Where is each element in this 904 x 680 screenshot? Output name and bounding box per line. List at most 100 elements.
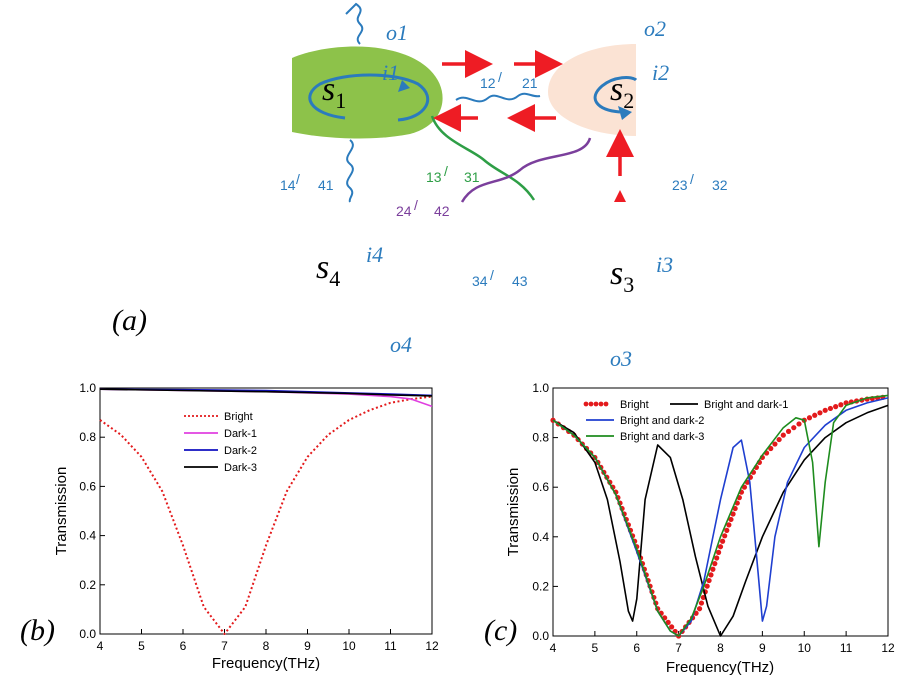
coupling-13-b: 31 [464, 169, 480, 185]
series-bright-and-dark-3-line [552, 394, 889, 637]
data-point [812, 412, 818, 418]
label-o2: o2 [644, 16, 666, 41]
legend-label: Bright and dark-3 [620, 431, 704, 443]
data-point [724, 527, 730, 533]
label-o1: o1 [386, 20, 408, 45]
coupling-34-b: 43 [512, 273, 528, 289]
coupling-24-b: 42 [434, 203, 450, 219]
coupling-12-slash: / [498, 69, 502, 85]
legend-label: Bright and dark-2 [620, 415, 704, 427]
data-point [714, 555, 720, 561]
data-point [722, 533, 728, 539]
panel-label-b: (b) [20, 614, 55, 647]
coupling-14-slash: / [296, 171, 300, 187]
chart-c-plot-frame [552, 387, 889, 637]
data-point [768, 445, 774, 452]
wave-14 [346, 139, 354, 203]
legend-label: Dark-3 [224, 462, 257, 474]
x-tick-label: 6 [633, 641, 640, 655]
circulation-arrow-s2 [593, 76, 638, 114]
wave-12 [455, 92, 541, 103]
x-tick-label: 5 [138, 639, 145, 653]
data-point [732, 505, 738, 512]
data-point [780, 432, 786, 438]
x-tick-label: 7 [221, 639, 228, 653]
label-o3: o3 [610, 346, 632, 371]
data-point [806, 415, 813, 421]
data-point [730, 511, 736, 517]
data-point [704, 583, 710, 589]
data-point [717, 544, 724, 550]
wave-o1 [345, 2, 364, 45]
legend-label: Dark-2 [224, 445, 257, 457]
data-point [712, 561, 718, 567]
x-tick-label: 9 [759, 641, 766, 655]
y-tick-label: 0.0 [532, 629, 549, 643]
y-tick-label: 0.2 [532, 579, 549, 593]
data-point [776, 436, 782, 443]
y-tick-label: 1.0 [532, 381, 549, 395]
legend-label: Bright [620, 399, 649, 411]
chart-b-xlabel: Frequency(THz) [212, 655, 320, 672]
coupling-14-b: 41 [318, 177, 334, 193]
resonator-s2-shape [548, 44, 636, 136]
y-tick-label: 0.6 [79, 479, 96, 493]
data-point [715, 549, 722, 555]
y-tick-label: 0.4 [79, 529, 96, 543]
data-point [710, 566, 716, 572]
circulation-arrowhead-s2 [618, 106, 632, 120]
y-tick-label: 1.0 [79, 381, 96, 395]
data-point [728, 516, 734, 523]
data-point [827, 405, 834, 412]
x-tick-label: 9 [304, 639, 311, 653]
legend-label: Dark-1 [224, 428, 257, 440]
legend-swatch [588, 401, 594, 407]
legend-swatch [598, 401, 604, 407]
data-point [696, 606, 703, 612]
series-bright-line [99, 395, 433, 635]
x-tick-label: 6 [180, 639, 187, 653]
data-point [719, 538, 726, 544]
x-tick-label: 10 [342, 639, 356, 653]
data-point [822, 407, 828, 413]
coupling-14-a: 14 [280, 177, 296, 193]
label-o4: o4 [390, 332, 412, 357]
coupling-24-a: 24 [396, 203, 412, 219]
x-tick-label: 8 [717, 641, 724, 655]
data-point [785, 428, 792, 434]
x-tick-label: 5 [592, 641, 599, 655]
node-s3-label: s3 [610, 255, 634, 297]
x-tick-label: 4 [97, 639, 104, 653]
data-point [669, 624, 675, 630]
coupling-13-a: 13 [426, 169, 442, 185]
x-tick-label: 10 [798, 641, 812, 655]
panel-label-c: (c) [484, 614, 517, 647]
label-i4: i4 [366, 242, 383, 267]
legend-swatch [603, 401, 609, 407]
chart-b-lines [99, 388, 433, 635]
x-tick-label: 11 [840, 641, 853, 655]
coupling-34-slash: / [490, 267, 494, 283]
circulation-arrow-s1 [308, 73, 430, 122]
coupling-24-slash: / [414, 197, 418, 213]
x-tick-label: 12 [881, 641, 895, 655]
series-dark-3-line [99, 388, 433, 397]
data-point [726, 522, 732, 528]
coupled-resonator-diagram: s1 s2 s3 s4 o1 i1 o2 i2 i3 o3 i4 o4 12 /… [112, 2, 728, 371]
chart-c-ylabel: Transmission [505, 468, 522, 557]
legend-label: Bright [224, 411, 253, 423]
data-point [817, 410, 823, 416]
data-point [708, 572, 714, 578]
chart-b-plot-frame [99, 387, 433, 635]
coupling-23-b: 32 [712, 177, 728, 193]
x-tick-label: 4 [550, 641, 557, 655]
data-point [796, 421, 802, 427]
coupling-34-a: 34 [472, 273, 488, 289]
